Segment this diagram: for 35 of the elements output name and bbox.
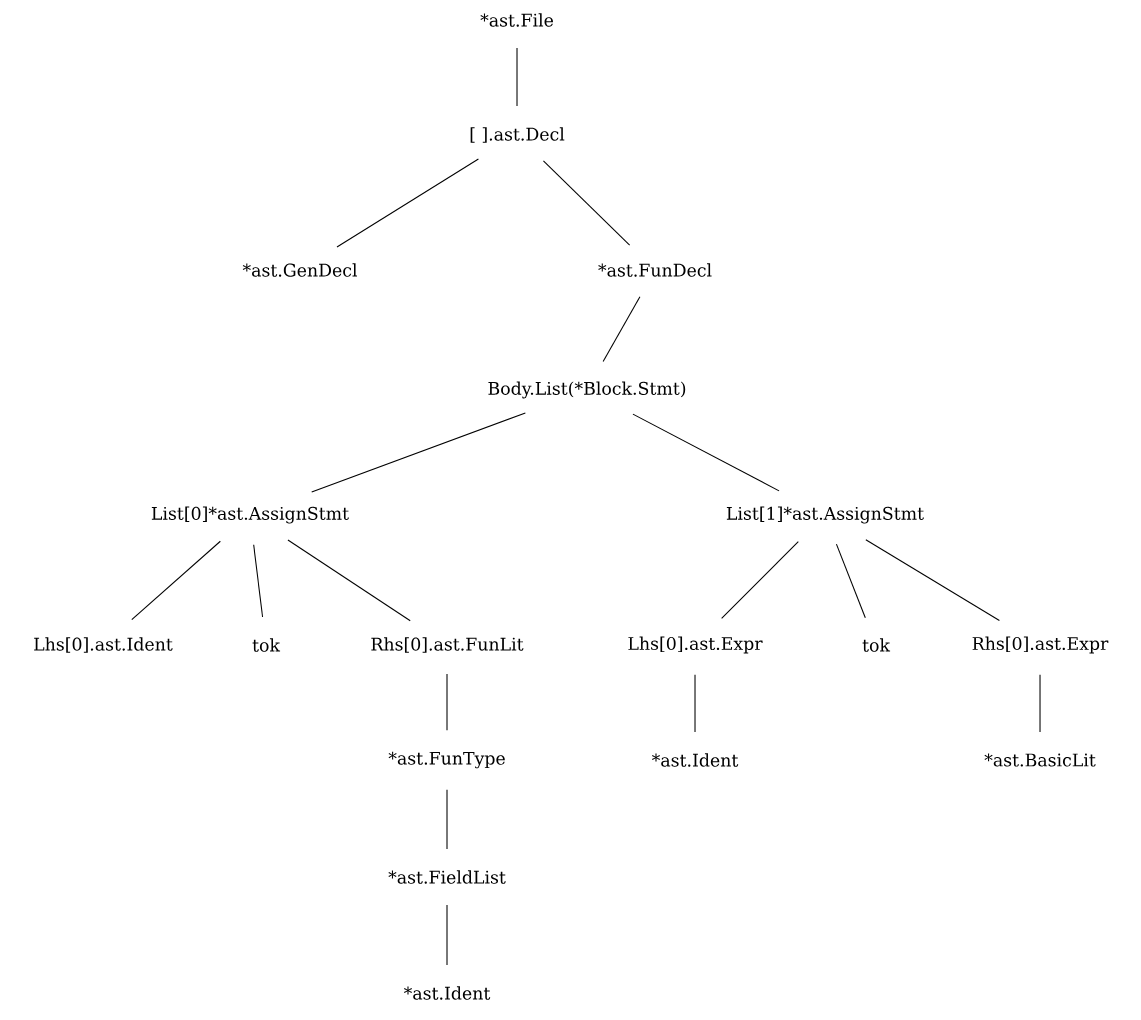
tree-node-label: Lhs[0].ast.Ident <box>34 637 173 653</box>
tree-edge <box>632 413 780 492</box>
tree-edge <box>516 47 518 107</box>
tree-node-label: *ast.Ident <box>651 753 739 767</box>
tree-edge <box>446 789 448 850</box>
tree-edge <box>131 540 221 621</box>
tree-node-label: Rhs[0].ast.FunLit <box>371 637 524 653</box>
tree-node-label: *ast.BasicLit <box>984 753 1096 767</box>
tree-edge <box>835 543 866 619</box>
tree-edge <box>336 158 479 248</box>
tree-edge <box>446 673 448 731</box>
tree-edge <box>253 544 264 618</box>
tree-node-label: *ast.File <box>480 13 553 27</box>
tree-edge <box>602 296 641 363</box>
tree-node-label: List[1]*ast.AssignStmt <box>726 506 924 524</box>
tree-edge <box>446 904 448 966</box>
tree-edge <box>311 412 526 493</box>
tree-node-label: tok <box>252 638 281 652</box>
tree-edge <box>865 539 1000 621</box>
tree-node-label: *ast.GenDecl <box>242 263 357 277</box>
tree-edge <box>694 674 696 733</box>
tree-edge <box>721 541 799 619</box>
tree-edge <box>287 539 411 622</box>
tree-node-label: *ast.Ident <box>403 986 491 1000</box>
tree-node-label: Body.List(*Block.Stmt) <box>488 381 686 399</box>
tree-node-label: Rhs[0].ast.Expr <box>972 636 1109 654</box>
tree-node-label: List[0]*ast.AssignStmt <box>151 506 349 524</box>
tree-edge <box>1039 674 1041 733</box>
tree-node-label: [ ].ast.Decl <box>470 127 565 143</box>
tree-node-label: tok <box>862 638 891 652</box>
tree-node-label: *ast.FunType <box>388 751 505 769</box>
tree-node-label: Lhs[0].ast.Expr <box>628 636 763 654</box>
tree-edge <box>542 160 631 246</box>
tree-node-label: *ast.FieldList <box>388 870 506 884</box>
tree-node-label: *ast.FunDecl <box>598 263 712 277</box>
